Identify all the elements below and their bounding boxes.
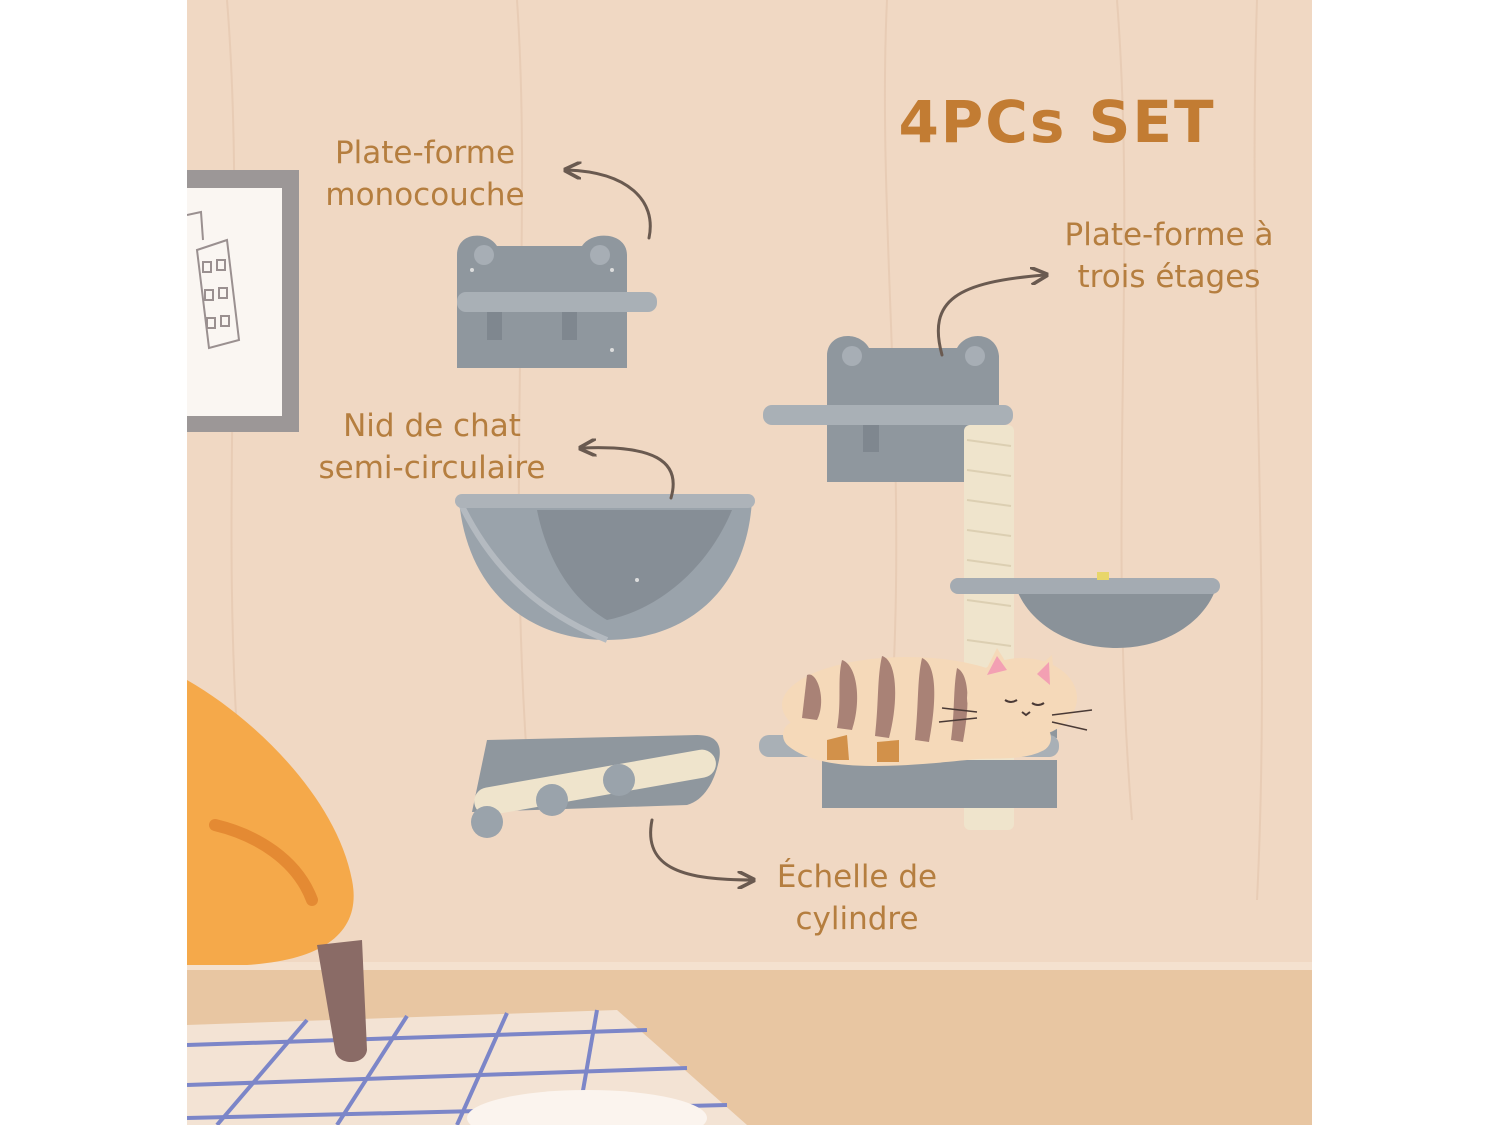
sleeping-cat: [782, 648, 1093, 766]
room-scene: [187, 0, 1312, 1125]
label-three-tier-line2: trois étages: [1077, 259, 1261, 295]
arrow-ladder: [649, 818, 752, 880]
label-single-platform-line2: monocouche: [325, 177, 525, 213]
arrow-single-platform: [567, 170, 652, 240]
wall-picture: [187, 170, 299, 432]
single-layer-platform: [457, 235, 657, 368]
label-single-platform-line1: Plate-forme: [334, 135, 516, 171]
armchair: [187, 680, 367, 1062]
floor-cushion: [467, 1090, 707, 1125]
label-arrows: [567, 170, 1045, 880]
label-cat-nest: Nid de chat semi-circulaire: [307, 405, 557, 489]
label-three-tier-line1: Plate-forme à: [1064, 217, 1274, 253]
label-cylinder-ladder-line2: cylindre: [795, 901, 919, 937]
label-cylinder-ladder: Échelle de cylindre: [757, 856, 957, 940]
label-cylinder-ladder-line1: Échelle de: [776, 859, 938, 895]
arrow-three-tier: [936, 275, 1045, 357]
label-three-tier-platform: Plate-forme à trois étages: [1049, 214, 1289, 298]
cylinder-ladder: [471, 735, 720, 838]
label-single-platform: Plate-forme monocouche: [315, 132, 535, 216]
label-cat-nest-line1: Nid de chat: [343, 408, 521, 444]
arrow-nest: [582, 448, 675, 500]
label-cat-nest-line2: semi-circulaire: [318, 450, 546, 486]
product-illustration: 4PCs SET Plate-forme monocouche Plate-fo…: [187, 0, 1312, 1125]
set-title: 4PCs SET: [898, 88, 1216, 156]
semi-circular-nest: [455, 494, 755, 643]
